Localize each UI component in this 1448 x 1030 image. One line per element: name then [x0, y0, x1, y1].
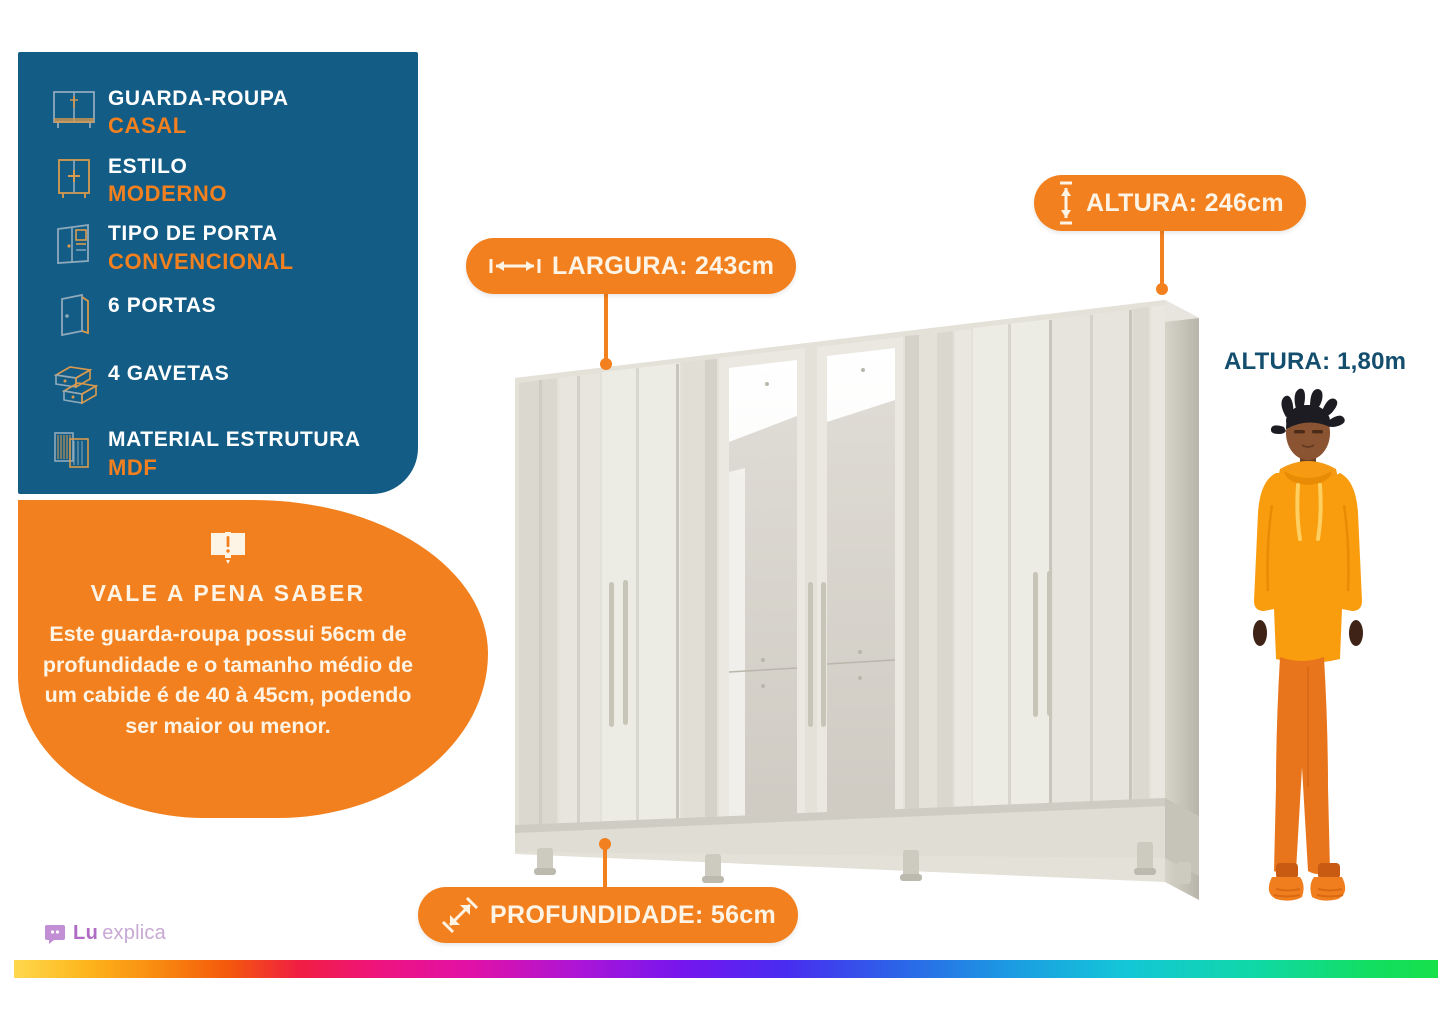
spec-label: GUARDA-ROUPA: [108, 87, 289, 110]
person-height-label: ALTURA: 1,80m: [1224, 348, 1407, 375]
connector-line-altura: [1160, 230, 1164, 288]
spec-value: CASAL: [108, 113, 187, 139]
badge-largura: LARGURA: 243cm: [466, 238, 797, 294]
open-book-alert-icon: [209, 530, 247, 564]
wardrobe-product-image: [505, 282, 1205, 922]
spec-value: CONVENCIONAL: [108, 248, 294, 274]
badge-largura-label: LARGURA: 243cm: [552, 251, 775, 280]
spec-label: 6 PORTAS: [108, 294, 217, 318]
vertical-arrow-icon: [1056, 180, 1076, 226]
spec-label: 4 GAVETAS: [108, 362, 230, 386]
connector-dot-largura: [600, 358, 612, 370]
badge-altura-label: ALTURA: 246cm: [1086, 188, 1284, 217]
lu-explica-logo: Lu explica: [44, 922, 166, 945]
person-scale-figure: [1228, 385, 1388, 930]
spec-text: ESTILO MODERNO: [108, 152, 227, 208]
spec-row-portas: 6 PORTAS: [18, 291, 418, 343]
badge-profundidade-label: PROFUNDIDADE: 56cm: [490, 900, 777, 929]
logo-suffix: explica: [102, 922, 166, 944]
rainbow-divider: [14, 960, 1438, 978]
spec-text: 6 PORTAS: [108, 291, 216, 319]
badge-profundidade: PROFUNDIDADE: 56cm: [418, 887, 799, 943]
drawers-icon: [48, 359, 100, 411]
specs-panel: GUARDA-ROUPA CASAL ESTILO MODERNO: [18, 52, 418, 494]
badge-altura: ALTURA: 246cm: [1034, 175, 1306, 231]
spec-label: TIPO DE PORTA: [108, 222, 278, 246]
spec-text: TIPO DE PORTA CONVENCIONAL: [108, 219, 294, 275]
connector-line-largura: [604, 292, 608, 364]
spec-row-gavetas: 4 GAVETAS: [18, 359, 418, 411]
spec-text: MATERIAL ESTRUTURA MDF: [108, 425, 361, 481]
spec-text: GUARDA-ROUPA CASAL: [108, 84, 289, 140]
wardrobe-double-icon: [48, 84, 100, 136]
tip-title: VALE A PENA SABER: [90, 580, 366, 606]
spec-row-material: MATERIAL ESTRUTURA MDF: [18, 425, 418, 481]
tip-inner: VALE A PENA SABER Este guarda-roupa poss…: [18, 530, 438, 741]
spec-value: MDF: [108, 454, 158, 480]
logo-brand: Lu: [73, 922, 99, 944]
spec-label: MATERIAL ESTRUTURA: [108, 428, 361, 452]
connector-dot-altura: [1156, 283, 1168, 295]
spec-row-guarda-roupa: GUARDA-ROUPA CASAL: [18, 84, 418, 140]
horizontal-arrow-icon: [488, 256, 542, 276]
diagonal-arrow-icon: [440, 895, 480, 935]
tip-callout: VALE A PENA SABER Este guarda-roupa poss…: [18, 500, 488, 818]
single-door-icon: [48, 291, 100, 343]
spec-text: 4 GAVETAS: [108, 359, 229, 387]
spec-value: MODERNO: [108, 181, 228, 207]
wardrobe-style-icon: [48, 152, 100, 204]
spec-row-tipo-de-porta: TIPO DE PORTA CONVENCIONAL: [18, 219, 418, 275]
door-type-icon: [48, 219, 100, 271]
connector-dot-profundidade: [599, 838, 611, 850]
connector-line-profundidade: [603, 843, 607, 891]
tip-body: Este guarda-roupa possui 56cm de profund…: [42, 622, 414, 738]
material-panel-icon: [48, 425, 100, 477]
spec-row-estilo: ESTILO MODERNO: [18, 152, 418, 208]
spec-label: ESTILO: [108, 154, 188, 178]
lu-chat-icon: [44, 923, 66, 945]
